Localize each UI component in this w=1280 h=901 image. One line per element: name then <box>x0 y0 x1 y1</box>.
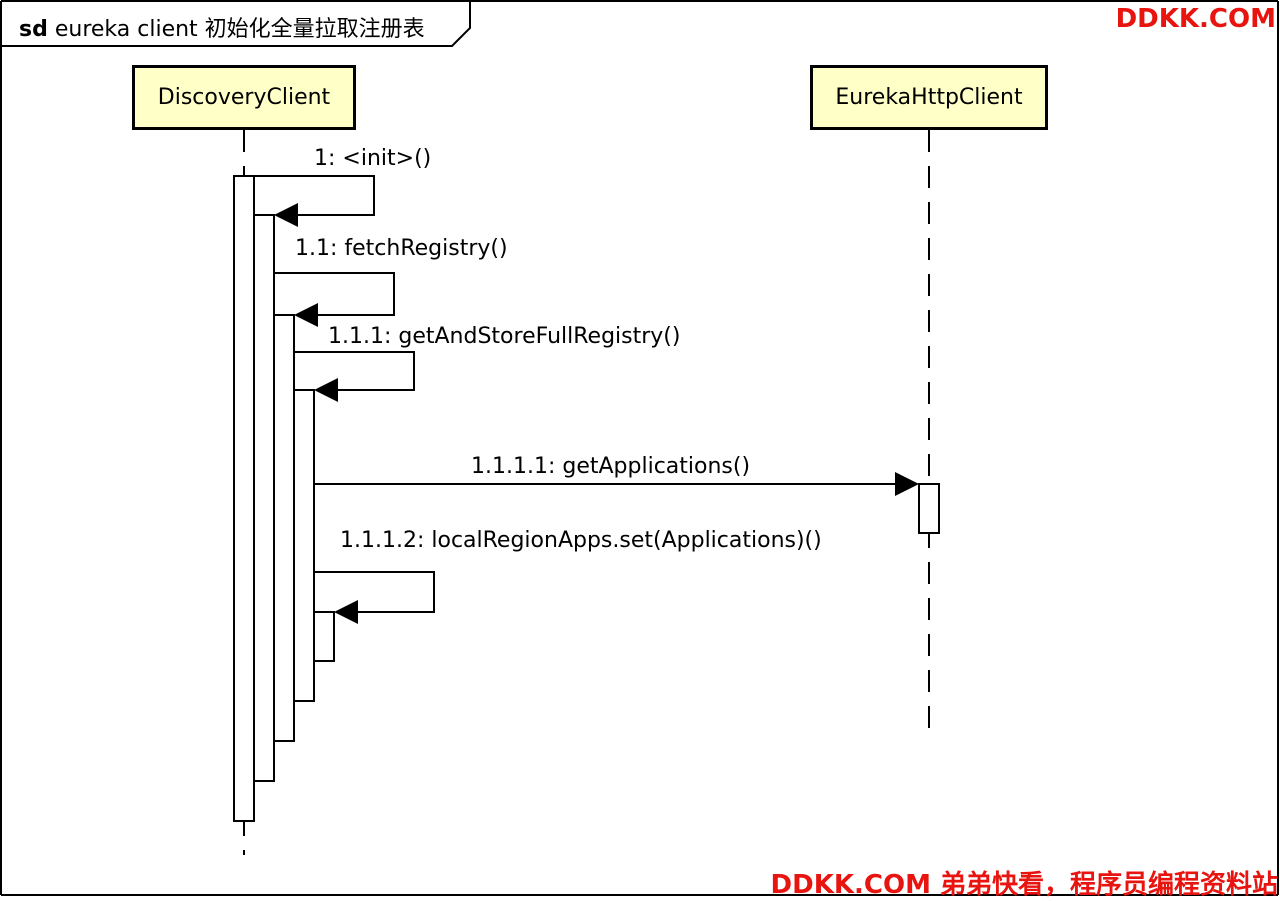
lifeline-discovery-label: DiscoveryClient <box>157 85 331 110</box>
frame-keyword: sd <box>19 17 48 42</box>
lifeline-eureka-label: EurekaHttpClient <box>835 85 1023 110</box>
message-1-1-1-arrow <box>294 351 415 402</box>
frame-tab <box>1 1 471 47</box>
message-label: 1.1: fetchRegistry() <box>295 236 508 261</box>
frame-name: eureka client 初始化全量拉取注册表 <box>54 17 425 42</box>
activation-full-registry <box>293 389 315 702</box>
message-1-1-1-2-arrow <box>314 571 435 624</box>
watermark-top: DDKK.COM <box>1115 4 1276 34</box>
activation-init <box>233 175 255 822</box>
watermark-bottom: DDKK.COM 弟弟快看，程序员编程资料站 <box>770 870 1278 900</box>
message-label: 1.1.1.1: getApplications() <box>471 454 751 479</box>
message-label: 1.1.1.2: localRegionApps.set(Application… <box>340 528 822 553</box>
activation-get-applications <box>918 483 940 534</box>
message-1-1-arrow <box>274 272 395 327</box>
activation-fetch-registry <box>253 214 275 782</box>
message-1-arrow <box>254 175 375 227</box>
frame-title: sd eureka client 初始化全量拉取注册表 <box>19 11 425 43</box>
activation-bars <box>233 175 940 822</box>
message-label: 1: <init>() <box>314 146 432 171</box>
activation-local-region-set <box>313 611 335 662</box>
activation-get-and-store <box>273 314 295 742</box>
lifeline-discovery-client[interactable]: DiscoveryClient <box>132 65 356 130</box>
message-label: 1.1.1: getAndStoreFullRegistry() <box>328 324 681 349</box>
message-1-1-1-1-arrow <box>314 472 919 496</box>
lifeline-eureka-http-client[interactable]: EurekaHttpClient <box>810 65 1048 130</box>
